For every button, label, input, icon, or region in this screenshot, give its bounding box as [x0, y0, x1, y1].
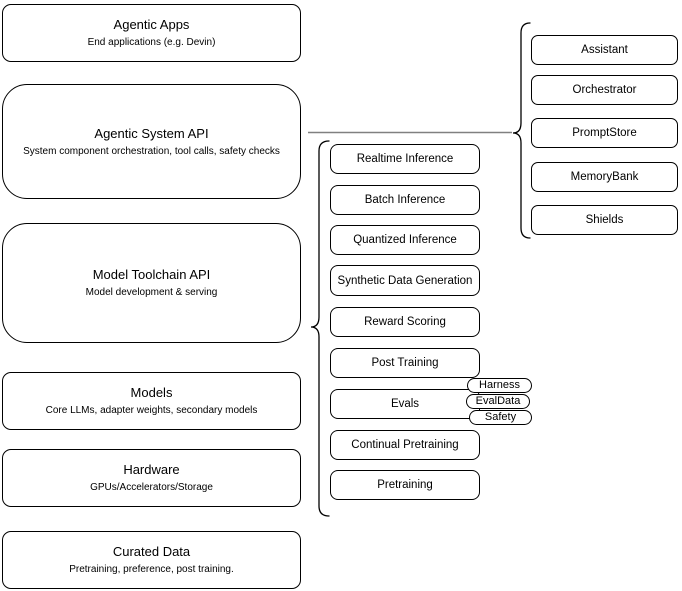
node-title: Models: [130, 385, 173, 400]
node-subtitle: System component orchestration, tool cal…: [23, 145, 280, 157]
tag-harness: Harness: [467, 378, 532, 393]
node-label: Evals: [390, 398, 420, 410]
node-title: Model Toolchain API: [92, 267, 211, 282]
tag-label: Safety: [484, 411, 517, 423]
system-components-bracket: [512, 22, 531, 239]
node-label: Reward Scoring: [364, 316, 446, 328]
node-label: Synthetic Data Generation: [337, 274, 473, 287]
node-subtitle: GPUs/Accelerators/Storage: [90, 482, 213, 493]
toolchain-bracket: [310, 140, 330, 517]
tag-evaldata: EvalData: [466, 394, 530, 409]
node-subtitle: Pretraining, preference, post training.: [69, 564, 234, 575]
node-title: Agentic System API: [94, 125, 209, 141]
node-synthetic-data-generation: Synthetic Data Generation: [330, 265, 480, 296]
node-agentic-apps: Agentic Apps End applications (e.g. Devi…: [2, 4, 301, 62]
node-label: Assistant: [581, 44, 628, 56]
node-label: Shields: [585, 214, 624, 226]
node-hardware: Hardware GPUs/Accelerators/Storage: [2, 449, 301, 507]
node-title: Curated Data: [112, 544, 191, 559]
node-evals: Evals: [330, 389, 480, 419]
node-subtitle: Model development & serving: [85, 287, 218, 298]
node-assistant: Assistant: [531, 35, 678, 65]
node-batch-inference: Batch Inference: [330, 185, 480, 215]
node-promptstore: PromptStore: [531, 118, 678, 148]
node-label: Pretraining: [377, 479, 433, 491]
node-label: Orchestrator: [572, 84, 637, 96]
node-curated-data: Curated Data Pretraining, preference, po…: [2, 531, 301, 589]
node-models: Models Core LLMs, adapter weights, secon…: [2, 372, 301, 430]
node-shields: Shields: [531, 205, 678, 235]
node-agentic-system-api: Agentic System API System component orch…: [2, 84, 301, 199]
tag-safety: Safety: [469, 410, 532, 425]
node-label: PromptStore: [572, 127, 637, 139]
node-label: Batch Inference: [364, 194, 446, 206]
node-label: Continual Pretraining: [351, 439, 459, 451]
node-title: Agentic Apps: [113, 17, 190, 32]
node-reward-scoring: Reward Scoring: [330, 307, 480, 337]
node-subtitle: Core LLMs, adapter weights, secondary mo…: [45, 405, 258, 416]
node-pretraining: Pretraining: [330, 470, 480, 500]
node-label: Quantized Inference: [353, 234, 457, 246]
node-post-training: Post Training: [330, 348, 480, 378]
node-quantized-inference: Quantized Inference: [330, 225, 480, 255]
node-memorybank: MemoryBank: [531, 162, 678, 192]
node-realtime-inference: Realtime Inference: [330, 144, 480, 174]
node-continual-pretraining: Continual Pretraining: [330, 430, 480, 460]
node-label: Realtime Inference: [356, 153, 454, 165]
node-label: MemoryBank: [570, 171, 639, 183]
node-title: Hardware: [123, 462, 180, 477]
tag-label: Harness: [479, 379, 520, 391]
node-orchestrator: Orchestrator: [531, 75, 678, 105]
node-subtitle: End applications (e.g. Devin): [87, 37, 216, 48]
node-label: Post Training: [371, 357, 439, 369]
tag-label: EvalData: [475, 395, 521, 407]
node-model-toolchain-api: Model Toolchain API Model development & …: [2, 223, 301, 343]
